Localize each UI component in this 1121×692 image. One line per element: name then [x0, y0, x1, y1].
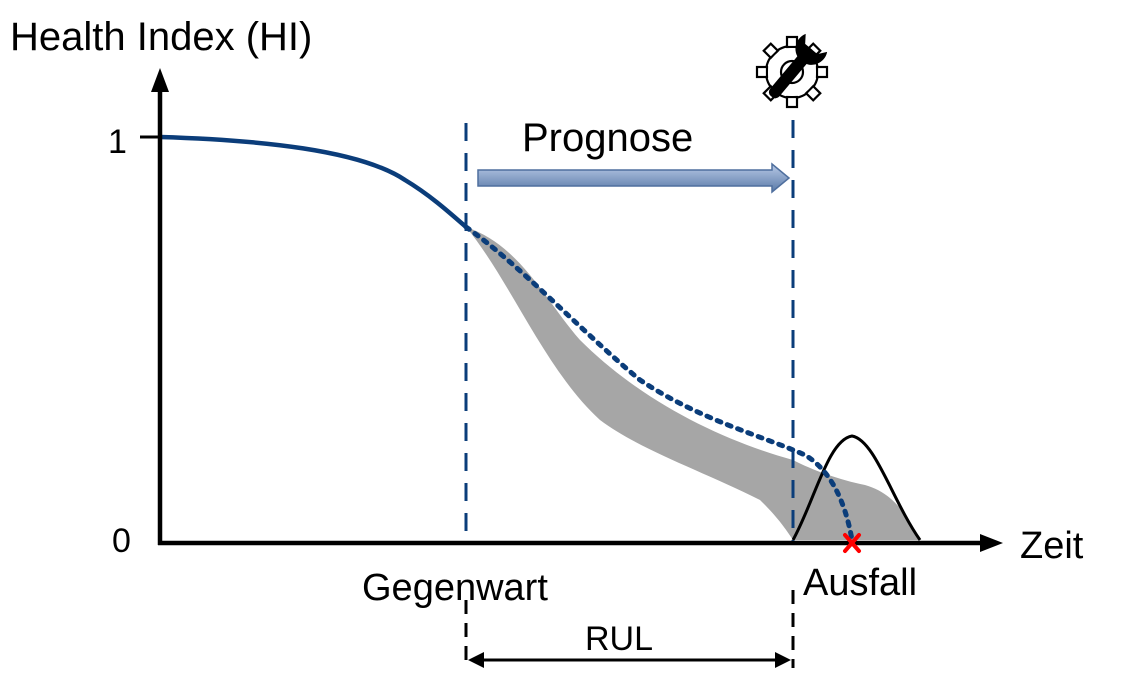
x-axis-arrowhead	[980, 534, 1003, 552]
rul-label: RUL	[585, 620, 653, 658]
prognosis-label: Prognose	[522, 116, 693, 160]
prognosis-curve	[463, 224, 855, 543]
red-x-icon	[843, 533, 861, 553]
failure-distribution-curve	[791, 434, 922, 541]
y-axis-title: Health Index (HI)	[10, 15, 312, 59]
present-label: Gegenwart	[362, 567, 548, 609]
rul-arrowhead-left	[468, 652, 484, 668]
y-tick-label-0: 0	[112, 522, 131, 560]
x-axis-title: Zeit	[1020, 525, 1084, 567]
wrench-gear-icon	[755, 33, 829, 109]
y-axis-arrowhead	[151, 68, 169, 92]
health-index-curve	[159, 134, 468, 229]
uncertainty-band	[466, 227, 920, 540]
rul-arrowhead-right	[775, 652, 791, 668]
prognosis-arrow	[477, 162, 791, 194]
y-tick-label-1: 1	[108, 123, 127, 161]
failure-label: Ausfall	[803, 562, 917, 604]
